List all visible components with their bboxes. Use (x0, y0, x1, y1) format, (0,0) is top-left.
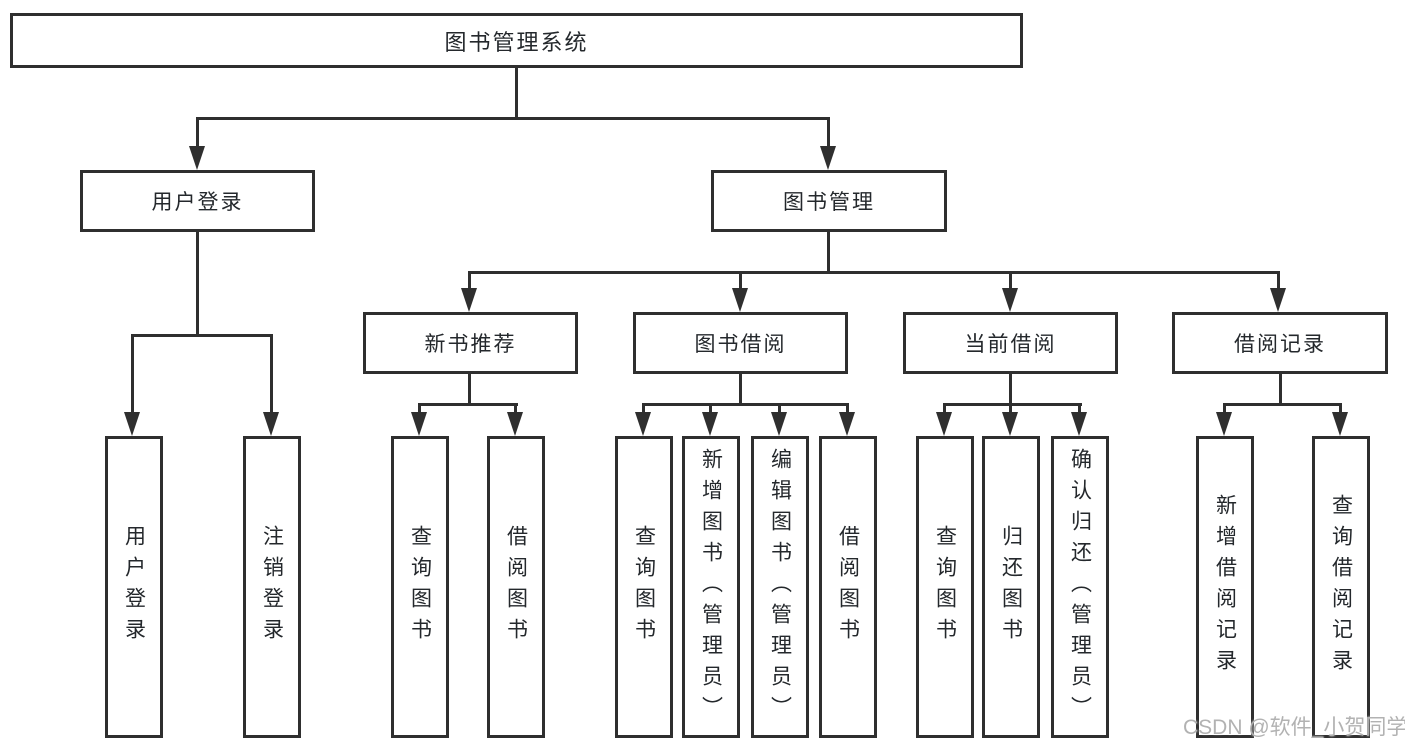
connector-book-management-branch (468, 271, 1280, 274)
connector-drop-leaf (642, 403, 645, 414)
connector-drop-leaf (1009, 403, 1012, 414)
node-book-management-label: 图书管理 (783, 191, 875, 214)
connector-drop-leaf (1078, 403, 1081, 414)
arrow-down-icon (635, 412, 651, 436)
node-user-login-label: 用户登录 (151, 191, 244, 214)
connector-recommend-stem (468, 374, 471, 405)
connector-drop-leaf (709, 403, 712, 414)
connector-drop-group (468, 271, 471, 290)
leaf-borrowing-edit-books-admin: 编辑图书（管理员） (751, 436, 809, 738)
arrow-down-icon (189, 146, 205, 170)
connector-drop-leaf (418, 403, 421, 414)
connector-drop-group (739, 271, 742, 290)
leaf-user-login: 用户登录 (105, 436, 163, 738)
node-book-management: 图书管理 (711, 170, 947, 232)
arrow-down-icon (771, 412, 787, 436)
connector-recommend-branch (418, 403, 518, 406)
connector-drop-leaf (846, 403, 849, 414)
connector-root-branch (196, 117, 830, 120)
node-borrowing-records: 借阅记录 (1172, 312, 1388, 374)
arrow-down-icon (839, 412, 855, 436)
node-library-management-system: 图书管理系统 (10, 13, 1023, 68)
leaf-records-query-record: 查询借阅记录 (1312, 436, 1370, 738)
leaf-logout-label: 注销登录 (260, 525, 284, 649)
leaf-borrowing-borrow-books: 借阅图书 (819, 436, 877, 738)
arrow-down-icon (263, 412, 279, 436)
connector-drop-leaf (943, 403, 946, 414)
leaf-current-return-books-label: 归还图书 (999, 525, 1023, 649)
leaf-records-add-record-label: 新增借阅记录 (1213, 494, 1237, 680)
leaf-borrowing-add-books-admin-label: 新增图书（管理员） (699, 447, 723, 727)
connector-drop-leaf (778, 403, 781, 414)
connector-current-branch (943, 403, 1082, 406)
connector-borrowing-stem (739, 374, 742, 405)
arrow-down-icon (1002, 288, 1018, 312)
connector-drop-user-login (196, 117, 199, 148)
connector-user-login-branch (131, 334, 273, 337)
connector-drop-book-management (827, 117, 830, 148)
leaf-recommend-query-books: 查询图书 (391, 436, 449, 738)
arrow-down-icon (1270, 288, 1286, 312)
arrow-down-icon (1071, 412, 1087, 436)
connector-root-stem (515, 68, 518, 120)
connector-book-management-stem (827, 232, 830, 274)
arrow-down-icon (936, 412, 952, 436)
node-book-borrowing-label: 图书借阅 (694, 333, 787, 356)
connector-current-stem (1009, 374, 1012, 405)
leaf-borrowing-add-books-admin: 新增图书（管理员） (682, 436, 740, 738)
node-new-book-recommend: 新书推荐 (363, 312, 578, 374)
node-current-borrowing: 当前借阅 (903, 312, 1118, 374)
node-user-login: 用户登录 (80, 170, 315, 232)
leaf-current-return-books: 归还图书 (982, 436, 1040, 738)
connector-drop-leaf (1339, 403, 1342, 414)
leaf-user-login-label: 用户登录 (122, 525, 146, 649)
arrow-down-icon (1332, 412, 1348, 436)
arrow-down-icon (461, 288, 477, 312)
leaf-borrowing-edit-books-admin-label: 编辑图书（管理员） (768, 447, 792, 727)
connector-drop-group (1009, 271, 1012, 290)
connector-borrowing-branch (642, 403, 849, 406)
connector-drop-leaf (131, 334, 134, 414)
connector-drop-group (1277, 271, 1280, 290)
node-current-borrowing-label: 当前借阅 (964, 333, 1057, 356)
arrow-down-icon (411, 412, 427, 436)
arrow-down-icon (732, 288, 748, 312)
arrow-down-icon (124, 412, 140, 436)
leaf-logout: 注销登录 (243, 436, 301, 738)
leaf-records-add-record: 新增借阅记录 (1196, 436, 1254, 738)
connector-records-stem (1279, 374, 1282, 405)
connector-drop-leaf (270, 334, 273, 414)
leaf-current-query-books: 查询图书 (916, 436, 974, 738)
node-book-borrowing: 图书借阅 (633, 312, 848, 374)
leaf-recommend-borrow-books: 借阅图书 (487, 436, 545, 738)
node-new-book-recommend-label: 新书推荐 (424, 333, 517, 356)
node-borrowing-records-label: 借阅记录 (1234, 333, 1326, 356)
leaf-current-query-books-label: 查询图书 (933, 525, 957, 649)
leaf-current-confirm-return-admin: 确认归还（管理员） (1051, 436, 1109, 738)
arrow-down-icon (702, 412, 718, 436)
arrow-down-icon (1002, 412, 1018, 436)
connector-user-login-stem (196, 232, 199, 337)
connector-drop-leaf (514, 403, 517, 414)
leaf-borrowing-query-books-label: 查询图书 (632, 525, 656, 649)
connector-drop-leaf (1223, 403, 1226, 414)
leaf-borrowing-query-books: 查询图书 (615, 436, 673, 738)
arrow-down-icon (820, 146, 836, 170)
csdn-watermark: CSDN @软件_小贺同学 (1183, 716, 1405, 739)
leaf-borrowing-borrow-books-label: 借阅图书 (836, 525, 860, 649)
arrow-down-icon (1216, 412, 1232, 436)
leaf-records-query-record-label: 查询借阅记录 (1329, 494, 1353, 680)
node-library-management-system-label: 图书管理系统 (444, 29, 589, 55)
leaf-recommend-query-books-label: 查询图书 (408, 525, 432, 649)
leaf-current-confirm-return-admin-label: 确认归还（管理员） (1068, 447, 1092, 727)
arrow-down-icon (507, 412, 523, 436)
connector-records-branch (1223, 403, 1342, 406)
leaf-recommend-borrow-books-label: 借阅图书 (504, 525, 528, 649)
